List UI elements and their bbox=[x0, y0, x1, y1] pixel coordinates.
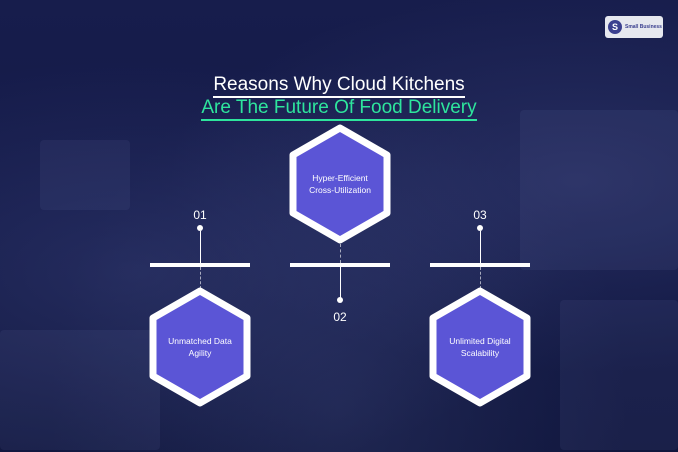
background-kitchen-shape bbox=[520, 110, 678, 270]
hexagon-label-3: Unlimited Digital Scalability bbox=[449, 336, 511, 358]
hexagon-shape bbox=[289, 124, 391, 244]
divider-line-3 bbox=[430, 263, 530, 267]
connector-line-2 bbox=[340, 267, 341, 299]
connector-dash-1 bbox=[200, 267, 201, 289]
background-kitchen-shape bbox=[40, 140, 130, 210]
hexagon-label-2: Hyper-Efficient Cross-Utilization bbox=[309, 173, 371, 195]
connector-dash-3 bbox=[480, 267, 481, 289]
logo-text: Small Business bbox=[625, 23, 662, 30]
divider-line-2 bbox=[290, 263, 390, 267]
item-number-2: 02 bbox=[333, 310, 347, 324]
connector-dash-2 bbox=[340, 244, 341, 263]
hexagon-shape bbox=[149, 287, 251, 407]
title-line-2: Are The Future Of Food Delivery bbox=[0, 97, 678, 121]
item-number-1: 01 bbox=[193, 208, 207, 222]
title-line-1: Reasons Why Cloud Kitchens bbox=[0, 74, 678, 98]
connector-line-3 bbox=[480, 231, 481, 263]
hexagon-shape bbox=[429, 287, 531, 407]
logo-icon: S bbox=[608, 20, 622, 34]
connector-dot-2 bbox=[337, 297, 343, 303]
hexagon-card-2: Hyper-Efficient Cross-Utilization bbox=[288, 124, 392, 244]
connector-line-1 bbox=[200, 231, 201, 263]
hexagon-label-1: Unmatched Data Agility bbox=[168, 336, 232, 358]
background-kitchen-shape bbox=[560, 300, 678, 450]
connector-dot-3 bbox=[477, 225, 483, 231]
brand-logo: S Small Business bbox=[605, 16, 663, 38]
background-kitchen-shape bbox=[0, 330, 160, 450]
hexagon-card-3: Unlimited Digital Scalability bbox=[428, 287, 532, 407]
hexagon-card-1: Unmatched Data Agility bbox=[148, 287, 252, 407]
divider-line-1 bbox=[150, 263, 250, 267]
connector-dot-1 bbox=[197, 225, 203, 231]
item-number-3: 03 bbox=[473, 208, 487, 222]
